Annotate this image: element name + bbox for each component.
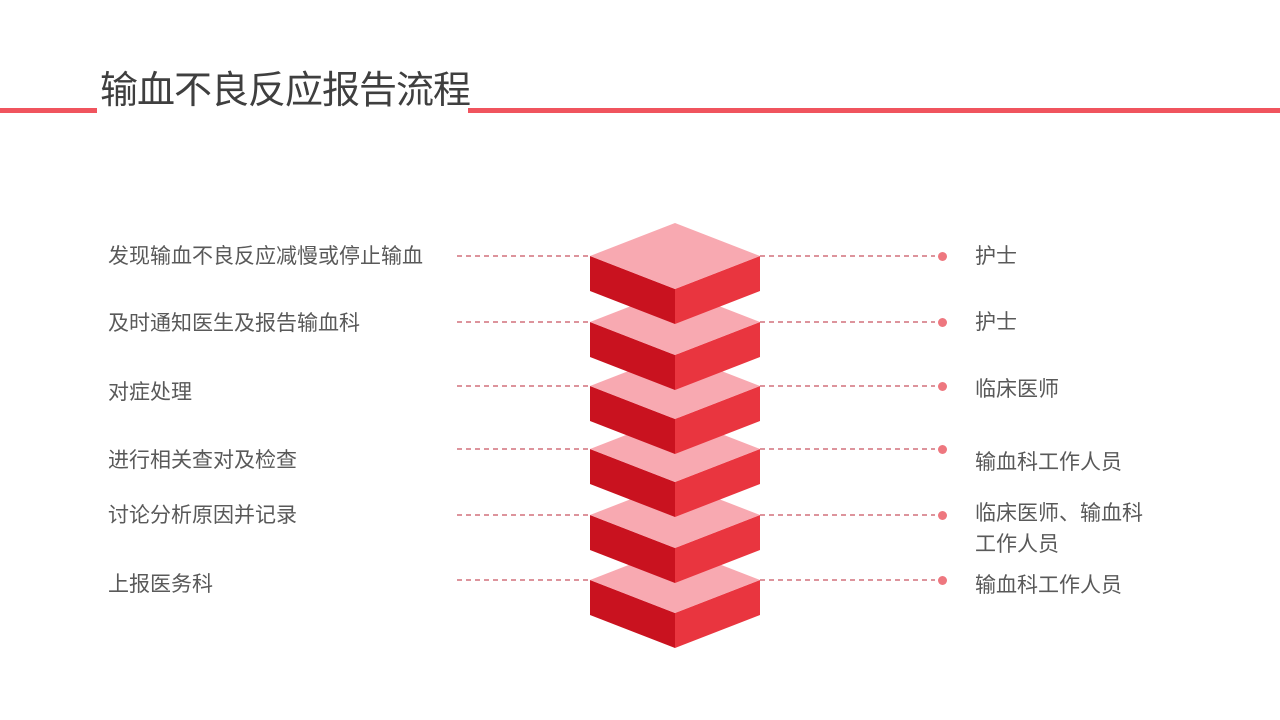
connector-dash-right <box>760 255 935 257</box>
role-label: 护士 <box>975 244 1017 268</box>
connector-dash-left <box>457 255 590 257</box>
page-title: 输血不良反应报告流程 <box>100 70 471 112</box>
connector-dot <box>938 511 947 520</box>
connector-dash-left <box>457 448 590 450</box>
role-label: 护士 <box>975 310 1017 334</box>
connector-dash-left <box>457 579 590 581</box>
connector-dash-left <box>457 321 590 323</box>
connector-dash-right <box>760 514 935 516</box>
step-label: 进行相关查对及检查 <box>108 448 297 472</box>
role-label: 临床医师、输血科 工作人员 <box>975 501 1143 556</box>
role-label: 输血科工作人员 <box>975 573 1122 597</box>
connector-dot <box>938 576 947 585</box>
connector-dot <box>938 318 947 327</box>
connector-dash-right <box>760 448 935 450</box>
role-label: 输血科工作人员 <box>975 450 1122 474</box>
step-label: 发现输血不良反应减慢或停止输血 <box>108 244 423 268</box>
step-label: 上报医务科 <box>108 572 213 596</box>
title-accent-line-right <box>468 108 1280 113</box>
stack-block <box>590 223 760 324</box>
connector-dash-left <box>457 514 590 516</box>
connector-dash-right <box>760 579 935 581</box>
connector-dash-right <box>760 385 935 387</box>
connector-dot <box>938 252 947 261</box>
connector-dash-left <box>457 385 590 387</box>
block-stack <box>590 223 760 648</box>
connector-dash-right <box>760 321 935 323</box>
title-accent-line-left <box>0 108 97 113</box>
step-label: 对症处理 <box>108 380 192 404</box>
role-label: 临床医师 <box>975 377 1059 401</box>
connector-dot <box>938 382 947 391</box>
connector-dot <box>938 445 947 454</box>
step-label: 及时通知医生及报告输血科 <box>108 311 360 335</box>
step-label: 讨论分析原因并记录 <box>108 503 297 527</box>
